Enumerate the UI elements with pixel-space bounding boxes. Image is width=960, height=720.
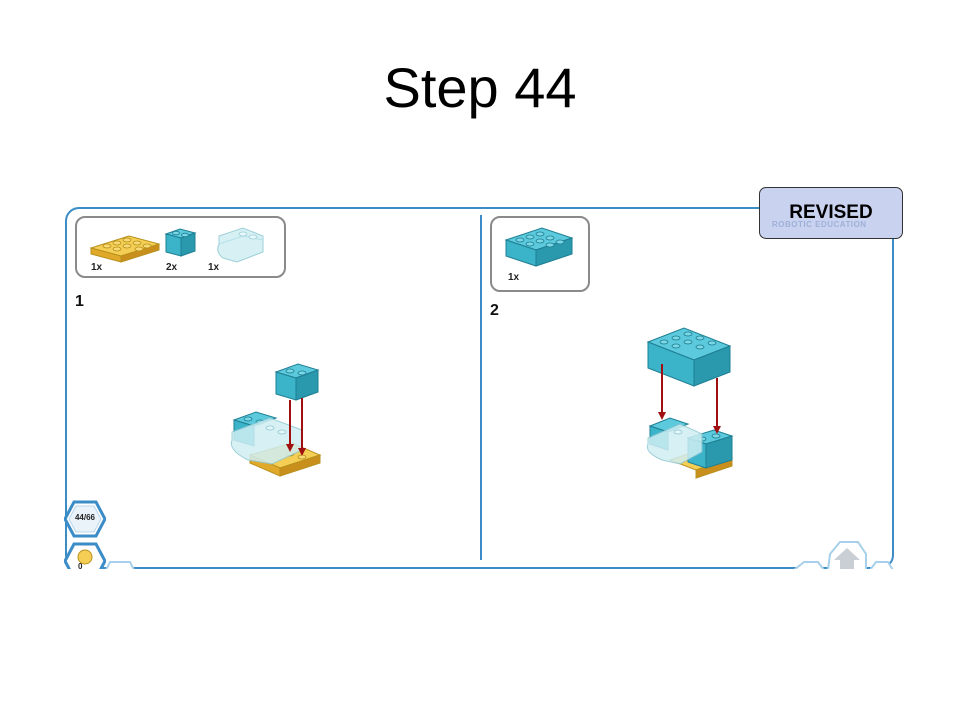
teal-brick-2x4-icon	[504, 227, 574, 267]
parts-list-step-1: 1x 2x 1x	[75, 216, 286, 278]
assembly-illustration-step-2	[646, 327, 734, 479]
slide-bottom-area	[0, 569, 960, 720]
step-number-2: 2	[490, 302, 499, 319]
badge-ghost-text: ROBOTIC EDUCATION	[772, 220, 867, 229]
part-qty: 1x	[91, 262, 103, 273]
assembly-illustration-step-1	[230, 363, 322, 477]
page-indicator-hex-icon	[64, 500, 106, 538]
transparent-curved-brick-icon	[217, 227, 264, 263]
part-qty: 2x	[166, 262, 178, 273]
slide-title: Step 44	[383, 56, 577, 119]
teal-brick-icon	[164, 228, 197, 257]
nav-controls	[791, 541, 894, 571]
yellow-plate-icon	[89, 235, 161, 263]
counter-hex-icon[interactable]	[64, 542, 106, 572]
part-qty: 1x	[508, 272, 520, 283]
step-number-1: 1	[75, 293, 84, 310]
panel-divider	[480, 215, 482, 560]
up-arrow-icon	[834, 548, 860, 570]
counter-value: 0	[78, 562, 83, 571]
revised-label: REVISED	[789, 202, 873, 223]
revised-badge: ROBOTIC EDUCATION REVISED	[759, 187, 903, 239]
part-qty: 1x	[208, 262, 220, 273]
page-indicator: 44/66	[74, 513, 96, 522]
parts-list-step-2: 1x	[490, 216, 590, 292]
